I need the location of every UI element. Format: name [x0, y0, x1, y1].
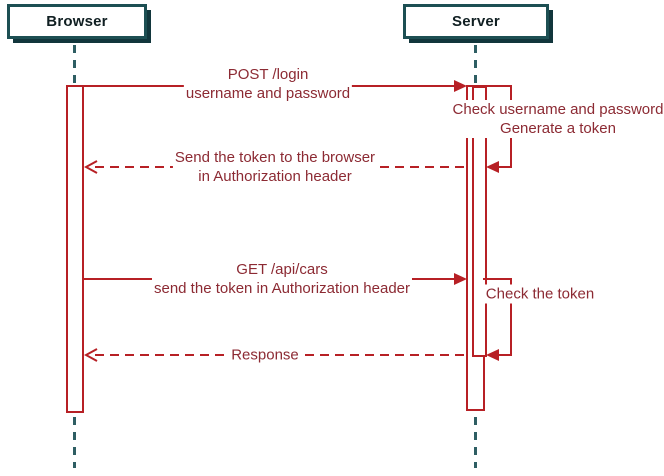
message-label-line: Check username and password	[452, 101, 664, 118]
message-label-response: Response	[229, 345, 301, 365]
message-label-line: GET /api/cars	[236, 261, 328, 278]
actor-box-server: Server	[403, 4, 549, 39]
message-label-line: in Authorization header	[198, 168, 352, 185]
message-label-line: Check the token	[485, 285, 595, 303]
arrowhead-solid-left-icon	[486, 161, 499, 173]
arrowhead-open-left-icon	[84, 160, 98, 174]
server-lifeline-bottom	[474, 417, 477, 468]
message-label-line: Send the token to the browser	[174, 149, 376, 166]
message-label-line: POST /login	[227, 66, 309, 83]
browser-lifeline-top	[73, 45, 76, 85]
self-call-bracket-top-1	[483, 85, 512, 87]
message-label-check-token: Check the token	[483, 284, 597, 304]
server-lifeline-top	[474, 45, 477, 85]
arrowhead-solid-left-icon	[486, 349, 499, 361]
actor-label-server: Server	[452, 13, 500, 30]
actor-label-browser: Browser	[46, 13, 108, 30]
activation-bar-browser	[66, 85, 84, 413]
message-label-line: send the token in Authorization header	[153, 280, 411, 297]
message-label-line: Generate a token	[500, 120, 616, 137]
actor-box-browser: Browser	[7, 4, 147, 39]
message-label-check-password: Check username and password Generate a t…	[450, 100, 664, 138]
browser-lifeline-bottom	[73, 417, 76, 468]
message-label-post-login: POST /login username and password	[183, 65, 353, 103]
self-call-bracket-side-2	[510, 278, 512, 356]
message-label-get-cars: GET /api/cars send the token in Authoriz…	[151, 260, 413, 298]
arrowhead-solid-right-icon	[454, 273, 467, 285]
message-label-send-token: Send the token to the browser in Authori…	[172, 148, 378, 186]
arrowhead-solid-right-icon	[454, 80, 467, 92]
arrowhead-open-left-icon	[84, 348, 98, 362]
message-label-line: Response	[231, 346, 299, 364]
self-call-bracket-top-2	[483, 278, 512, 280]
message-label-line: username and password	[185, 85, 351, 102]
self-call-bracket-bottom-2	[497, 354, 512, 356]
activation-bar-server-inner	[472, 86, 487, 357]
self-call-bracket-bottom-1	[497, 166, 512, 168]
